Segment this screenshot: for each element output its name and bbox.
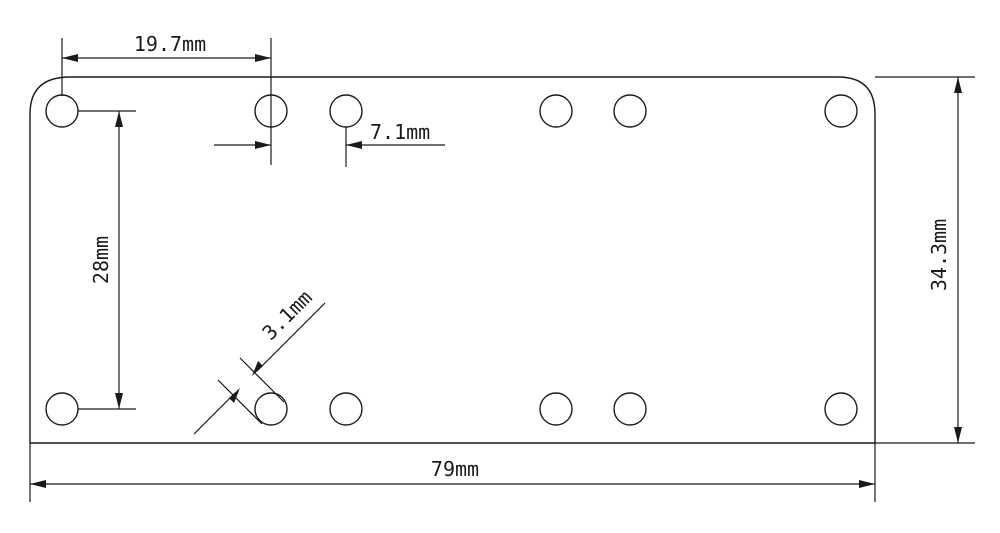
- hole-top-1: [45, 94, 79, 128]
- dimension-board-width: 79mm: [29, 443, 876, 502]
- label-board-height: 34.3mm: [927, 219, 951, 291]
- arrowhead: [30, 480, 46, 488]
- arrowhead: [115, 393, 123, 409]
- arrowhead: [115, 111, 123, 127]
- board-outline: [29, 76, 876, 444]
- hole-bottom-1: [45, 392, 79, 426]
- label-hole-diameter: 3.1mm: [257, 285, 317, 345]
- arrowhead: [255, 141, 271, 149]
- arrowhead: [229, 388, 240, 403]
- dimension-hole-spacing-top: 19.7mm: [61, 32, 272, 165]
- arrowhead: [346, 141, 362, 149]
- arrowhead: [255, 54, 271, 62]
- hole-top-6: [824, 94, 858, 128]
- hole-bottom-3: [329, 392, 363, 426]
- arrowhead: [954, 427, 962, 443]
- label-hole-spacing-top: 19.7mm: [134, 32, 206, 56]
- dimension-hole-spacing-vertical: 28mm: [78, 110, 136, 410]
- arrowhead: [954, 77, 962, 93]
- arrowhead: [62, 54, 78, 62]
- hole-bottom-4: [539, 392, 573, 426]
- hole-top-3: [329, 94, 363, 128]
- hole-top-5: [613, 94, 647, 128]
- hole-bottom-5: [613, 392, 647, 426]
- hole-bottom-6: [824, 392, 858, 426]
- arrowhead: [252, 361, 263, 376]
- hole-bottom-2: [254, 392, 288, 426]
- label-board-width: 79mm: [431, 457, 479, 481]
- label-hole-spacing-vertical: 28mm: [89, 236, 113, 284]
- dimension-board-height: 34.3mm: [875, 76, 975, 444]
- dimension-hole-gap: 7.1mm: [214, 120, 445, 167]
- label-hole-gap: 7.1mm: [370, 120, 430, 144]
- hole-top-4: [539, 94, 573, 128]
- arrowhead: [859, 480, 875, 488]
